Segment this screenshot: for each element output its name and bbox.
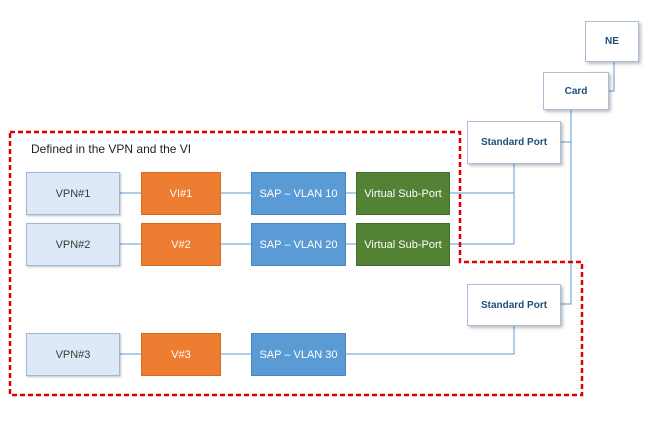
sap-vlan-20-box[interactable]: SAP – VLAN 20 bbox=[251, 223, 346, 266]
defined-region-border bbox=[8, 130, 584, 397]
connector-standard-port-1-card bbox=[561, 110, 572, 143]
region-label: Defined in the VPN and the VI bbox=[31, 142, 192, 156]
standard-port-2-node[interactable]: Standard Port bbox=[467, 284, 561, 326]
connector-sap30-standard-port-2 bbox=[346, 326, 515, 355]
vi-3-box[interactable]: V#3 bbox=[141, 333, 221, 376]
vpn-3-box[interactable]: VPN#3 bbox=[26, 333, 120, 376]
sap-vlan-30-box[interactable]: SAP – VLAN 30 bbox=[251, 333, 346, 376]
virtual-sub-port-1-box[interactable]: Virtual Sub-Port bbox=[356, 172, 450, 215]
ne-node[interactable]: NE bbox=[585, 21, 639, 62]
connector-standard-port-2-card bbox=[561, 110, 572, 305]
sap-vlan-10-box[interactable]: SAP – VLAN 10 bbox=[251, 172, 346, 215]
standard-port-1-node[interactable]: Standard Port bbox=[467, 121, 561, 164]
connector-card-ne bbox=[609, 62, 615, 92]
virtual-sub-port-2-box[interactable]: Virtual Sub-Port bbox=[356, 223, 450, 266]
vpn-2-box[interactable]: VPN#2 bbox=[26, 223, 120, 266]
card-node[interactable]: Card bbox=[543, 72, 609, 110]
vi-1-box[interactable]: VI#1 bbox=[141, 172, 221, 215]
connector-subport2-standard-port-1 bbox=[450, 164, 515, 245]
vi-2-box[interactable]: V#2 bbox=[141, 223, 221, 266]
vpn-1-box[interactable]: VPN#1 bbox=[26, 172, 120, 215]
